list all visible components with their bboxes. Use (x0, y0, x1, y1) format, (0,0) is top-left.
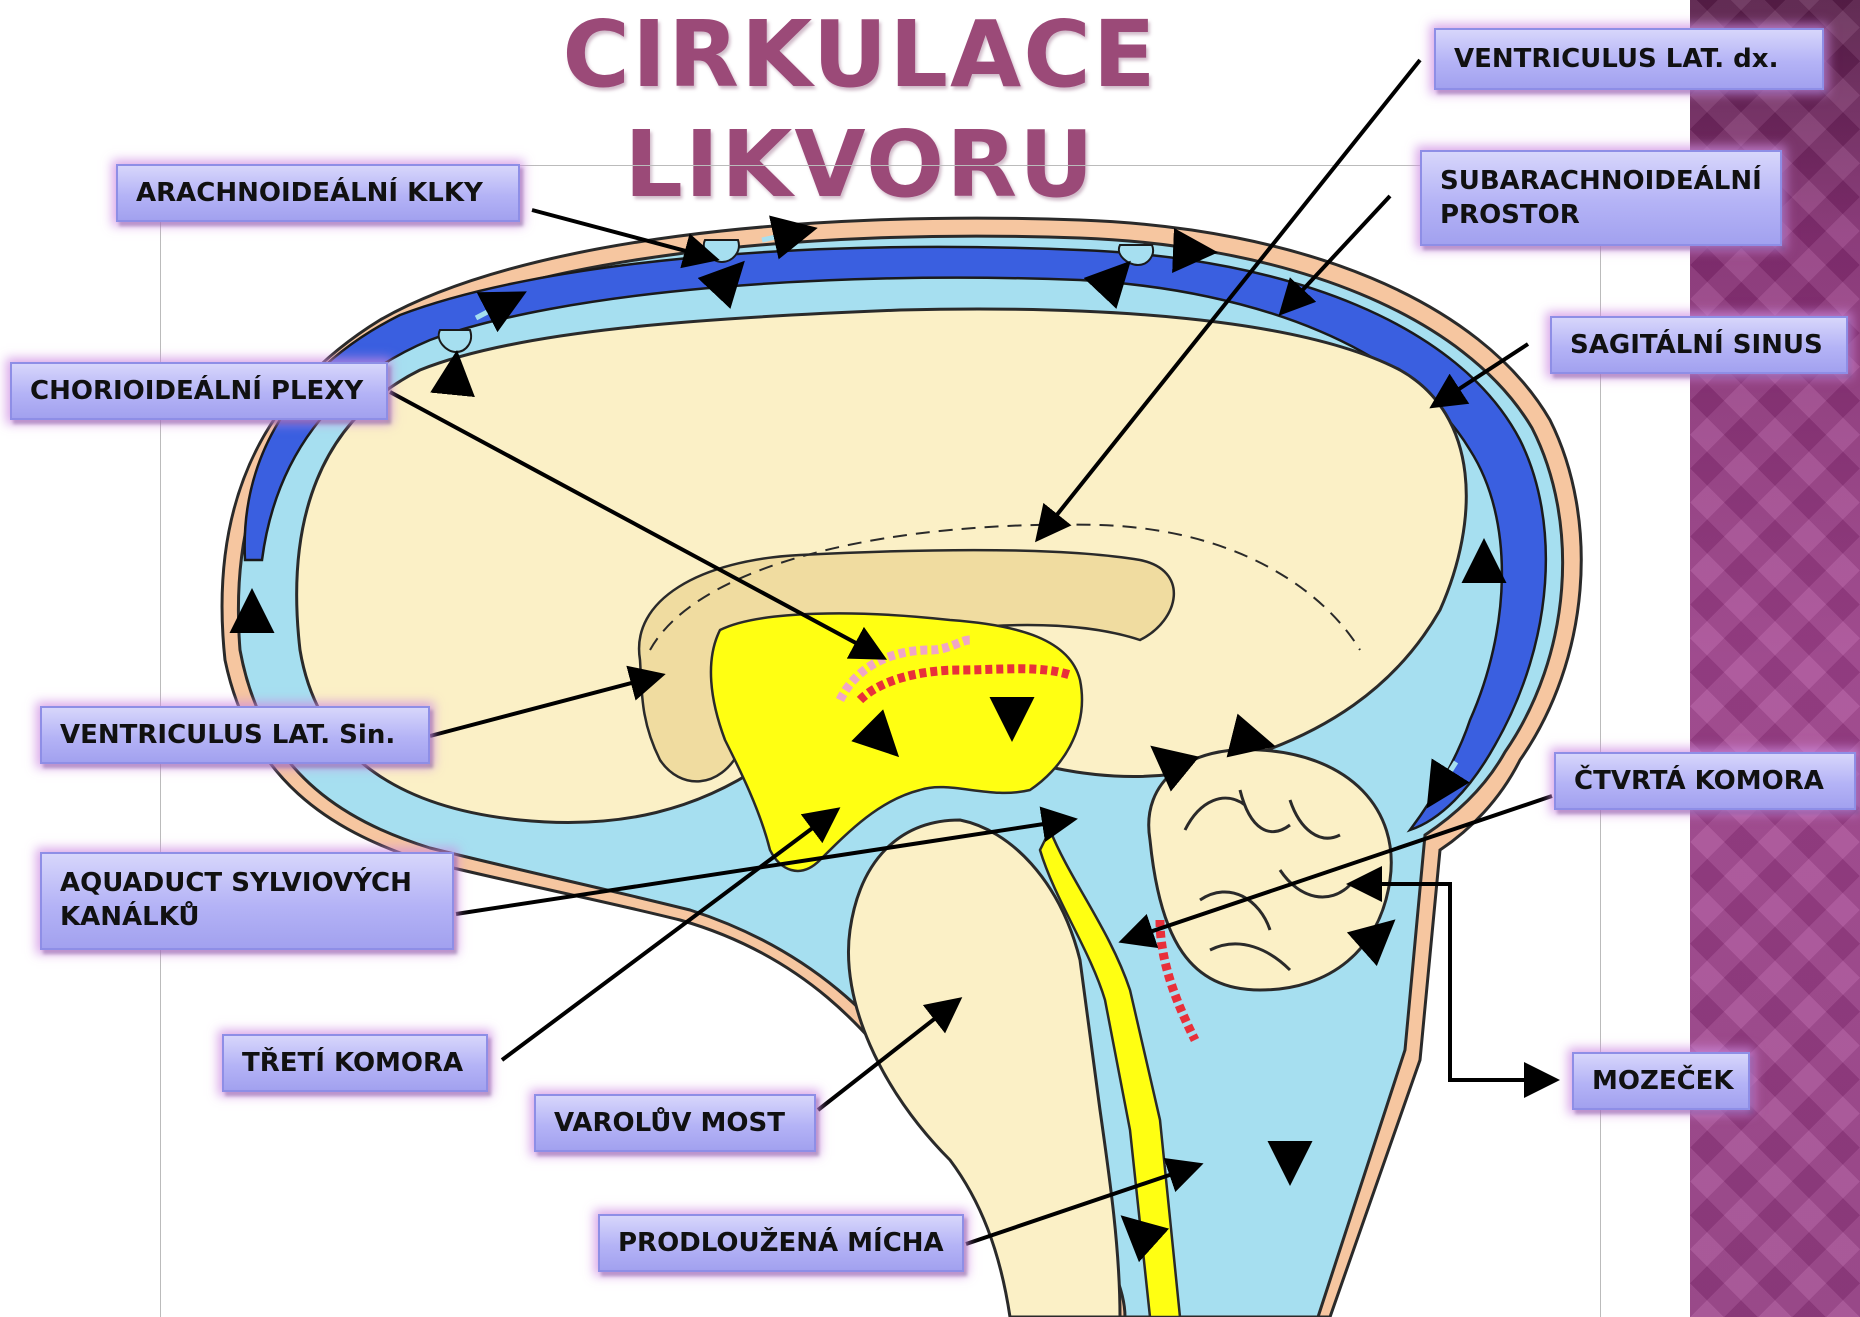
label-subarachnoid-space-text: SUBARACHNOIDEÁLNÍ PROSTOR (1440, 164, 1762, 232)
label-subarachnoid-space: SUBARACHNOIDEÁLNÍ PROSTOR (1420, 150, 1782, 246)
label-choroid-plexus-text: CHORIOIDEÁLNÍ PLEXY (30, 374, 363, 408)
label-sagittal-sinus-text: SAGITÁLNÍ SINUS (1570, 328, 1823, 362)
label-arachnoid-villi-text: ARACHNOIDEÁLNÍ KLKY (136, 176, 483, 210)
label-medulla: PRODLOUŽENÁ MÍCHA (598, 1214, 964, 1272)
label-cerebellum-text: MOZEČEK (1592, 1064, 1734, 1098)
label-pons-text: VAROLŮV MOST (554, 1106, 785, 1140)
label-aqueduct-text: AQUADUCT SYLVIOVÝCH KANÁLKŮ (60, 866, 434, 934)
label-medulla-text: PRODLOUŽENÁ MÍCHA (618, 1226, 944, 1260)
cerebellum (1149, 750, 1392, 990)
label-lateral-ventricle-right-text: VENTRICULUS LAT. dx. (1454, 42, 1778, 76)
label-cerebellum: MOZEČEK (1572, 1052, 1750, 1110)
label-sagittal-sinus: SAGITÁLNÍ SINUS (1550, 316, 1848, 374)
label-pons: VAROLŮV MOST (534, 1094, 816, 1152)
label-lateral-ventricle-left-text: VENTRICULUS LAT. Sin. (60, 718, 395, 752)
label-fourth-ventricle: ČTVRTÁ KOMORA (1554, 752, 1856, 810)
label-aqueduct: AQUADUCT SYLVIOVÝCH KANÁLKŮ (40, 852, 454, 950)
label-lateral-ventricle-left: VENTRICULUS LAT. Sin. (40, 706, 430, 764)
label-lateral-ventricle-right: VENTRICULUS LAT. dx. (1434, 28, 1824, 90)
label-third-ventricle: TŘETÍ KOMORA (222, 1034, 488, 1092)
label-arachnoid-villi: ARACHNOIDEÁLNÍ KLKY (116, 164, 520, 222)
label-fourth-ventricle-text: ČTVRTÁ KOMORA (1574, 764, 1824, 798)
label-third-ventricle-text: TŘETÍ KOMORA (242, 1046, 463, 1080)
label-choroid-plexus: CHORIOIDEÁLNÍ PLEXY (10, 362, 388, 420)
